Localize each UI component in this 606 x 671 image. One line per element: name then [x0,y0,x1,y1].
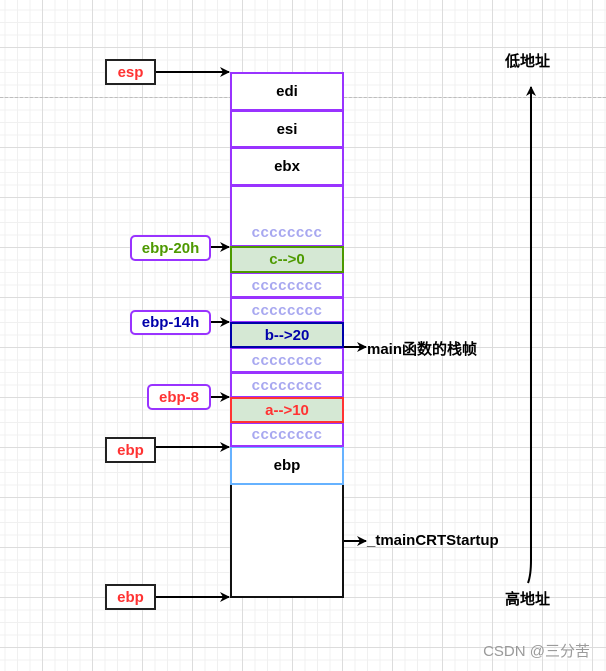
var-c-label: c-->0 [269,251,305,268]
filler-label: cccccccc [251,276,323,294]
main-frame-label: main函数的栈帧 [367,341,478,358]
filler-label: cccccccc [251,301,323,319]
watermark: CSDN @三分苦 [483,643,590,660]
pointer-ebp-current-label: ebp [117,441,144,459]
stack-cell-esi: esi [230,110,344,147]
stack-cell-filler: cccccccc [230,348,344,372]
pointer-ebp-14h: ebp-14h [130,310,211,335]
stack-cell-ebx: ebx [230,147,344,185]
pointer-ebp-20h: ebp-20h [130,235,211,261]
high-address-label: 高地址 [505,591,551,608]
filler-label: cccccccc [251,224,323,241]
stack-cell-filler: cccccccc [230,297,344,322]
pointer-ebp-prev: ebp [105,584,156,610]
caller-frame-label: _tmainCRTStartup [367,532,499,549]
pointer-ebp-14h-label: ebp-14h [141,314,200,331]
pointer-ebp-prev-label: ebp [117,588,144,606]
address-direction-arrow [526,86,536,584]
var-b-label: b-->20 [264,326,310,344]
pointer-esp: esp [105,59,156,85]
stack-cell-filler: cccccccc [230,273,344,297]
var-a-label: a-->10 [265,401,309,419]
pointer-ebp-current: ebp [105,437,156,463]
pointer-esp-label: esp [117,63,144,81]
stack-cell-label: esi [276,120,298,138]
stack-cell-saved-ebp: ebp [230,447,344,485]
stack-cell-caller-frame [230,485,344,598]
stack-cell-var-a: a-->10 [230,397,344,423]
stack-cell-filler: cccccccc [230,185,344,246]
stack-cell-label: edi [276,83,298,100]
pointer-ebp-8: ebp-8 [147,384,211,410]
filler-label: cccccccc [251,351,323,369]
stack-cell-filler: cccccccc [230,372,344,397]
pointer-ebp-8-label: ebp-8 [158,388,199,406]
stack-cell-var-c: c-->0 [230,246,344,273]
stack-cell-filler: cccccccc [230,423,344,447]
stack-cell-edi: edi [230,72,344,110]
low-address-label: 低地址 [505,53,551,70]
saved-ebp-label: ebp [273,457,301,474]
pointer-ebp-20h-label: ebp-20h [141,239,200,257]
stack-cell-label: ebx [274,158,300,175]
filler-label: cccccccc [251,376,323,394]
stack-cell-var-b: b-->20 [230,322,344,348]
filler-label: cccccccc [251,426,323,443]
